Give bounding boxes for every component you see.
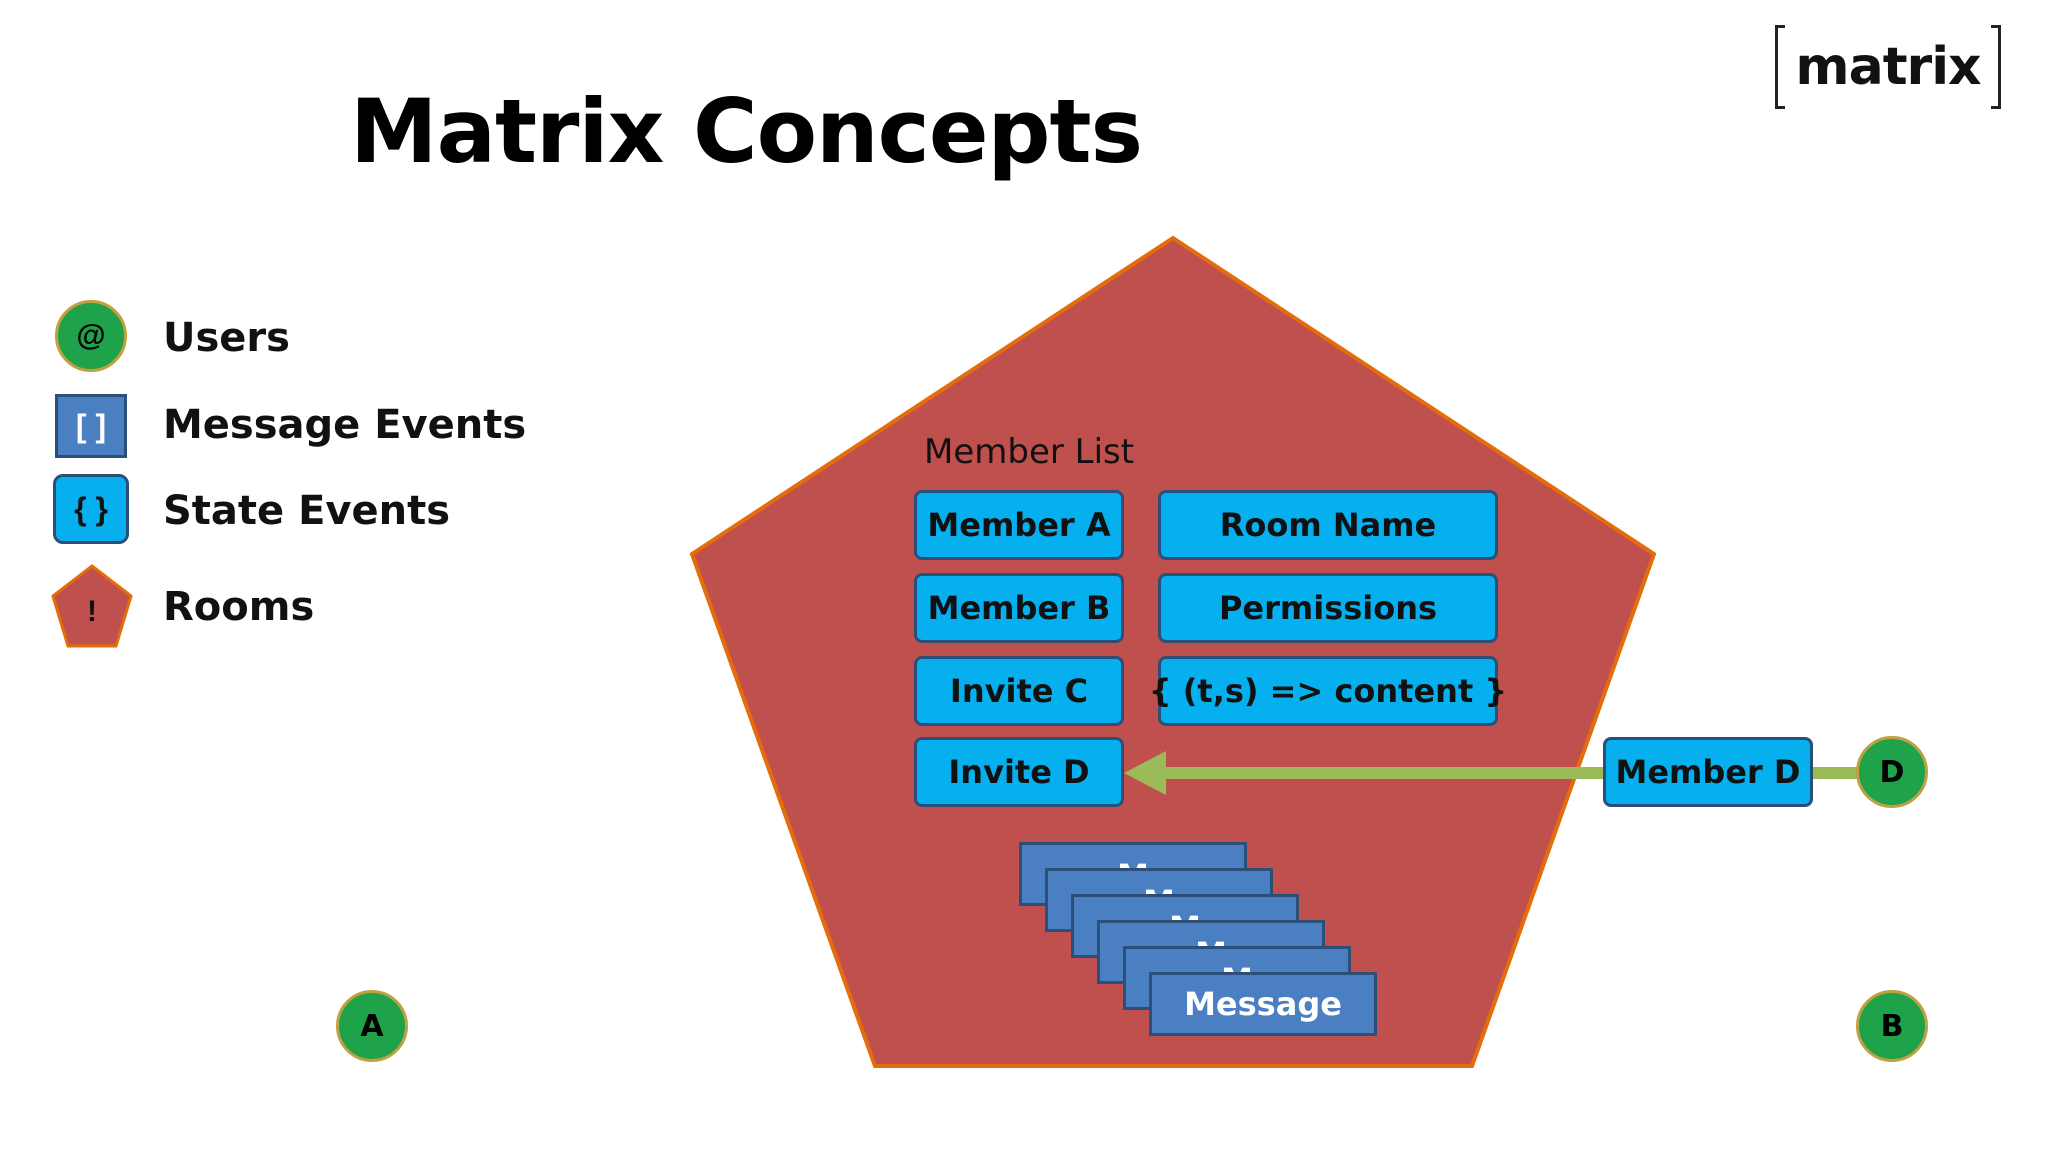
legend-label-message-events: Message Events — [163, 402, 527, 448]
user-a-avatar[interactable]: A — [336, 990, 408, 1062]
state-event-member-b[interactable]: Member B — [914, 573, 1124, 643]
room-icon-glyph: ! — [87, 595, 97, 628]
message-event-icon: [ ] — [55, 394, 127, 458]
state-event-icon: { } — [53, 474, 129, 544]
user-b-avatar[interactable]: B — [1856, 990, 1928, 1062]
state-event-permissions[interactable]: Permissions — [1158, 573, 1498, 643]
legend-label-rooms: Rooms — [163, 584, 315, 630]
state-event-room-name[interactable]: Room Name — [1158, 490, 1498, 560]
slide-title: Matrix Concepts — [350, 80, 1143, 183]
user-d-avatar[interactable]: D — [1856, 736, 1928, 808]
state-event-generic-content[interactable]: { (t,s) => content } — [1149, 656, 1507, 726]
legend-label-state-events: State Events — [163, 488, 451, 534]
invite-arrow-head — [1124, 751, 1166, 795]
legend-label-users: Users — [163, 315, 290, 361]
matrix-logo: matrix — [1775, 25, 2001, 109]
state-event-invite-d[interactable]: Invite D — [914, 737, 1124, 807]
state-event-member-a[interactable]: Member A — [914, 490, 1124, 560]
room-icon — [51, 564, 133, 648]
member-list-caption: Member List — [924, 432, 1135, 472]
room-pentagon — [689, 235, 1657, 1068]
user-icon: @ — [55, 300, 127, 372]
state-event-member-d[interactable]: Member D — [1603, 737, 1813, 807]
message-event-card-front[interactable]: Message — [1149, 972, 1377, 1036]
state-event-invite-c[interactable]: Invite C — [914, 656, 1124, 726]
